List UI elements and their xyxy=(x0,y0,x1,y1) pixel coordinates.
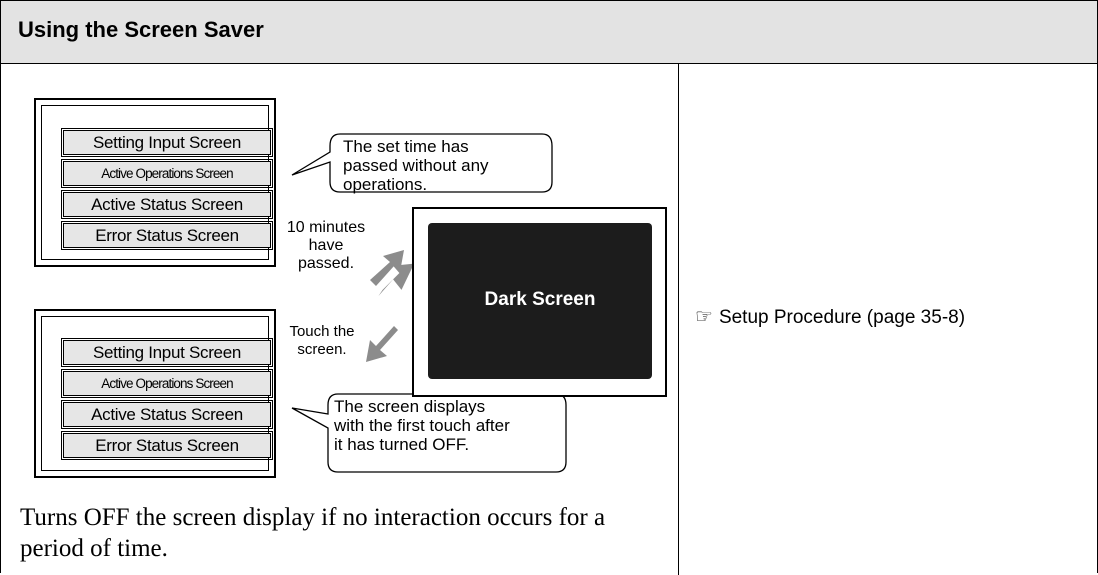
callout-line: it has turned OFF. xyxy=(334,435,470,454)
callout-line: The screen displays xyxy=(334,397,486,416)
callout-line: operations. xyxy=(343,175,428,194)
step-line: screen. xyxy=(297,341,347,358)
step-line: Touch the xyxy=(289,323,355,340)
setting-input-screen-button: Setting Input Screen xyxy=(61,338,273,367)
section-title: Using the Screen Saver xyxy=(18,17,264,42)
active-operations-screen-button: Active Operations Screen xyxy=(61,159,273,188)
callout-line: with the first touch after xyxy=(334,416,510,435)
step-touch-label: Touch the screen. xyxy=(282,323,362,359)
step-line: 10 minutes xyxy=(286,219,366,236)
section-header: Using the Screen Saver xyxy=(1,1,1097,64)
callout-line: passed without any xyxy=(343,156,489,175)
arrow-right-down-icon xyxy=(370,250,404,286)
callout-text-bottom: The screen displays with the first touch… xyxy=(334,397,510,454)
dark-screen-panel: Dark Screen xyxy=(412,207,667,397)
error-status-screen-button: Error Status Screen xyxy=(61,221,273,250)
arrow-left-down-icon xyxy=(366,326,398,362)
callout-text-top: The set time has passed without any oper… xyxy=(343,137,489,194)
reference-text: Setup Procedure (page 35-8) xyxy=(718,307,966,328)
pointing-hand-icon: ☞ xyxy=(695,306,713,328)
error-status-screen-button: Error Status Screen xyxy=(61,431,273,460)
callout-bubble-top xyxy=(291,133,553,193)
step-line: passed. xyxy=(297,255,355,272)
setting-input-screen-button: Setting Input Screen xyxy=(61,128,273,157)
dark-screen: Dark Screen xyxy=(428,223,652,379)
step-line: have xyxy=(308,237,344,254)
feature-description: Turns OFF the screen display if no inter… xyxy=(20,504,606,562)
active-status-screen-button: Active Status Screen xyxy=(61,190,273,219)
setup-procedure-link[interactable]: ☞Setup Procedure (page 35-8) xyxy=(695,304,965,329)
column-divider xyxy=(678,64,679,575)
callout-bubble-bottom xyxy=(291,393,567,473)
step-timeout-label: 10 minutes have passed. xyxy=(282,219,370,273)
dark-screen-label: Dark Screen xyxy=(484,289,596,310)
active-status-screen-button: Active Status Screen xyxy=(61,400,273,429)
callout-line: The set time has xyxy=(343,137,469,156)
active-operations-screen-button: Active Operations Screen xyxy=(61,369,273,398)
arrow-to-dark-icon xyxy=(378,263,415,297)
